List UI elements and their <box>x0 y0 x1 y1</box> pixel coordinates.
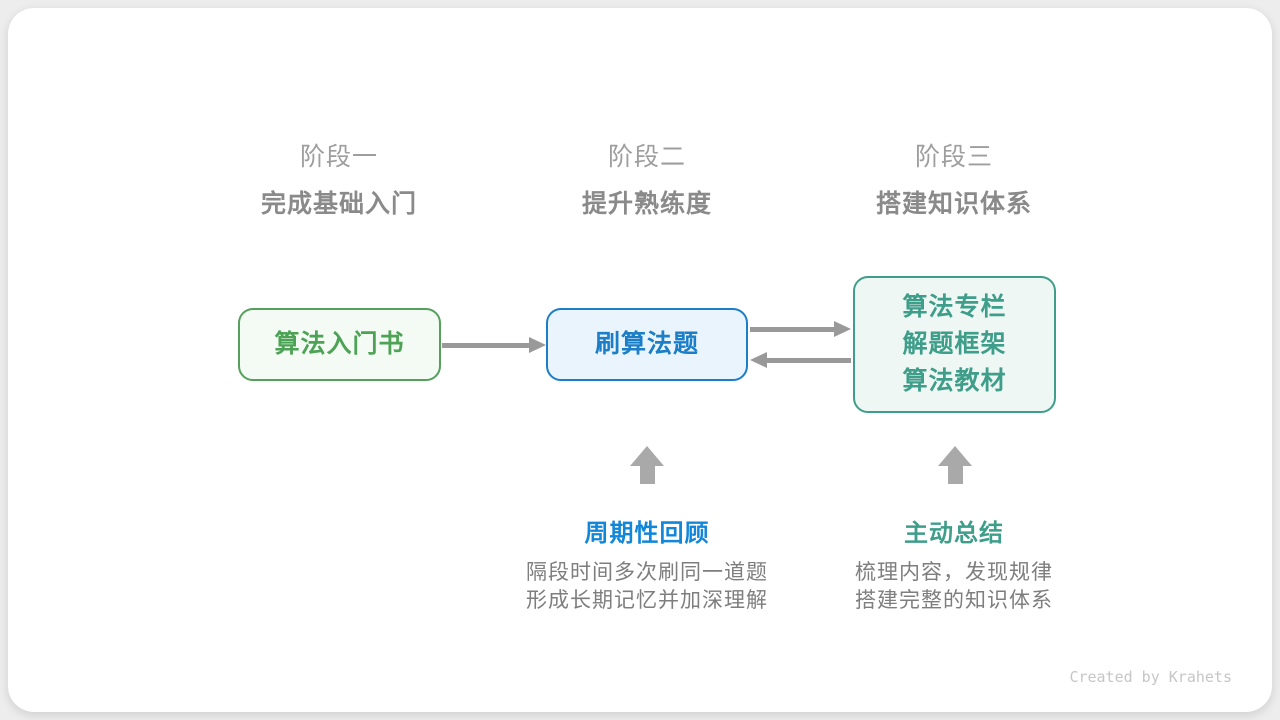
arrow-shaft <box>764 358 851 363</box>
up-arrow-review-icon <box>630 446 664 484</box>
up-arrow-summary-icon <box>938 446 972 484</box>
annotation-summary-desc-line-1: 梳理内容，发现规律 <box>855 561 1053 584</box>
node-practice-problems: 刷算法题 <box>546 308 748 381</box>
node-knowledge-sources-line-3: 算法教材 <box>902 367 1007 395</box>
arrow-head-right <box>834 321 851 337</box>
annotation-summary-desc: 梳理内容，发现规律 搭建完整的知识体系 <box>855 559 1053 615</box>
stage-2-label: 阶段二 <box>607 143 687 171</box>
up-arrow-triangle <box>938 446 972 466</box>
node-intro-book-label: 算法入门书 <box>274 330 405 358</box>
node-knowledge-sources: 算法专栏 解题框架 算法教材 <box>853 276 1056 413</box>
node-intro-book: 算法入门书 <box>238 308 441 381</box>
up-arrow-triangle <box>630 446 664 466</box>
node-knowledge-sources-line-1: 算法专栏 <box>902 293 1007 321</box>
annotation-review-desc: 隔段时间多次刷同一道题 形成长期记忆并加深理解 <box>526 559 768 615</box>
arrow-shaft <box>442 343 532 348</box>
node-knowledge-sources-line-2: 解题框架 <box>902 330 1007 358</box>
annotation-summary-title: 主动总结 <box>904 520 1004 547</box>
annotation-summary-desc-line-2: 搭建完整的知识体系 <box>855 589 1053 612</box>
annotation-review-desc-line-1: 隔段时间多次刷同一道题 <box>526 561 768 584</box>
stage-3-subtitle: 搭建知识体系 <box>875 190 1033 218</box>
stage-1-subtitle: 完成基础入门 <box>260 190 418 218</box>
arrow-box1-to-box2-icon <box>442 337 546 353</box>
arrow-box3-to-box2-icon <box>750 352 851 368</box>
up-arrow-stem <box>947 466 963 484</box>
stage-1-label: 阶段一 <box>299 143 379 171</box>
stage-3-label: 阶段三 <box>914 143 994 171</box>
stage-2-subtitle: 提升熟练度 <box>581 190 713 218</box>
arrow-head-left <box>750 352 767 368</box>
node-practice-problems-label: 刷算法题 <box>594 330 699 358</box>
up-arrow-stem <box>639 466 655 484</box>
arrow-head-right <box>529 337 546 353</box>
arrow-shaft <box>750 327 837 332</box>
annotation-review-desc-line-2: 形成长期记忆并加深理解 <box>526 589 768 612</box>
annotation-review-title: 周期性回顾 <box>584 520 710 547</box>
arrow-box2-to-box3-icon <box>750 321 851 337</box>
diagram-card: 阶段一 阶段二 阶段三 完成基础入门 提升熟练度 搭建知识体系 算法入门书 刷算… <box>8 8 1272 712</box>
credit-text: Created by Krahets <box>1069 668 1232 686</box>
